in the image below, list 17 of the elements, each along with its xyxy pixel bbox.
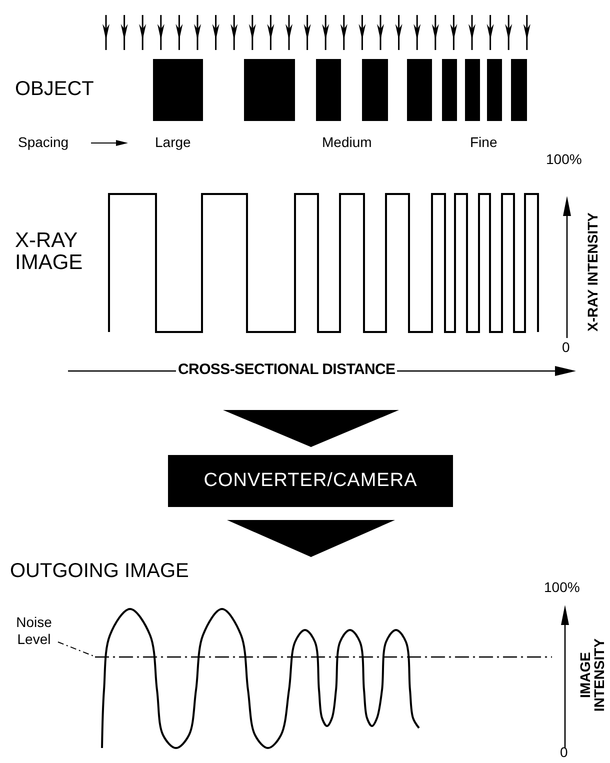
category-label: Large (155, 135, 191, 150)
axis-title: X-RAY INTENSITY (585, 211, 599, 334)
category-label: Fine (470, 135, 498, 150)
axis-tick-label: 100% (546, 152, 582, 168)
axis-tick-label: 100% (544, 580, 580, 596)
section-heading: X-RAY IMAGE (15, 230, 84, 274)
annotation-text: Noise Level (8, 614, 60, 652)
axis-tick-label: 0 (562, 340, 570, 356)
category-label: Medium (322, 135, 372, 150)
axis-tick-label: 0 (560, 745, 568, 760)
axis-title: IMAGE INTENSITY (578, 637, 606, 714)
chevron-arrow (223, 410, 399, 448)
row-label: Spacing (18, 135, 69, 150)
row-label: OBJECT (15, 78, 94, 100)
section-heading: OUTGOING IMAGE (10, 560, 189, 582)
chevron-arrow (227, 520, 395, 558)
process-box: CONVERTER/CAMERA (168, 455, 453, 507)
